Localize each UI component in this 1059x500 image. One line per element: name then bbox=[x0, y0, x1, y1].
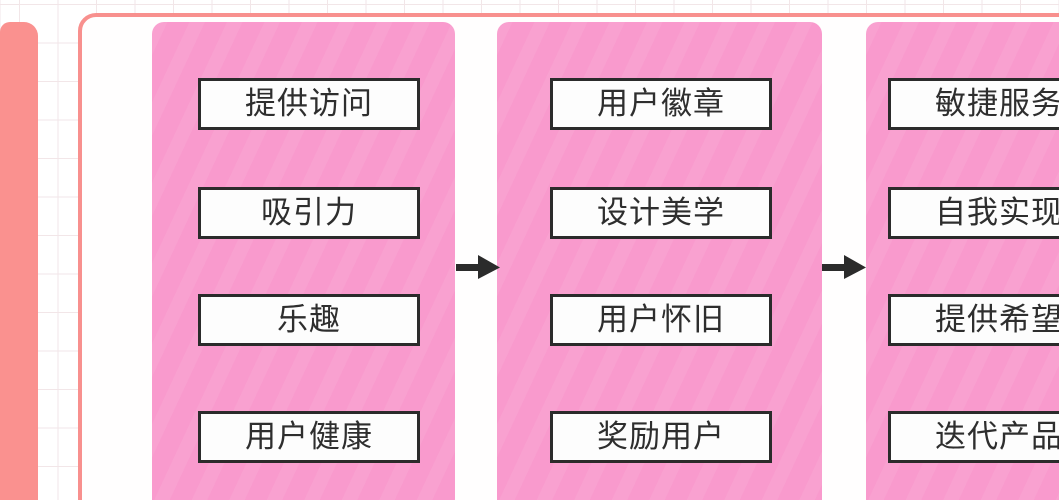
diagram-node: 用户怀旧 bbox=[550, 294, 772, 346]
diagram-node: 乐趣 bbox=[198, 294, 420, 346]
diagram-node: 提供访问 bbox=[198, 78, 420, 130]
node-label: 乐趣 bbox=[277, 301, 341, 338]
node-label: 提供希望 bbox=[935, 301, 1059, 338]
diagram-node: 敏捷服务 bbox=[888, 78, 1059, 130]
node-label: 迭代产品 bbox=[935, 418, 1059, 455]
diagram-column-2: 用户徽章 设计美学 用户怀旧 奖励用户 bbox=[497, 22, 822, 500]
arrow-right-icon bbox=[822, 255, 866, 279]
diagram-column-1: 提供访问 吸引力 乐趣 用户健康 bbox=[152, 22, 455, 500]
diagram-node: 用户健康 bbox=[198, 411, 420, 463]
node-label: 用户怀旧 bbox=[597, 301, 725, 338]
node-label: 用户徽章 bbox=[597, 85, 725, 122]
node-label: 提供访问 bbox=[245, 85, 373, 122]
arrow-right-icon bbox=[456, 255, 500, 279]
node-label: 吸引力 bbox=[261, 194, 357, 231]
diagram-node: 自我实现 bbox=[888, 187, 1059, 239]
diagram-node: 迭代产品 bbox=[888, 411, 1059, 463]
node-label: 设计美学 bbox=[597, 194, 725, 231]
diagram-frame: 提供访问 吸引力 乐趣 用户健康 用户徽章 设计美学 用户怀旧 bbox=[78, 13, 1059, 500]
node-label: 奖励用户 bbox=[597, 418, 725, 455]
node-label: 自我实现 bbox=[935, 194, 1059, 231]
diagram-column-3: 敏捷服务 自我实现 提供希望 迭代产品 bbox=[866, 22, 1059, 500]
node-label: 敏捷服务 bbox=[935, 85, 1059, 122]
diagram-node: 提供希望 bbox=[888, 294, 1059, 346]
diagram-node: 吸引力 bbox=[198, 187, 420, 239]
node-label: 用户健康 bbox=[245, 418, 373, 455]
diagram-node: 用户徽章 bbox=[550, 78, 772, 130]
left-accent-bar bbox=[0, 22, 38, 500]
diagram-node: 设计美学 bbox=[550, 187, 772, 239]
diagram-node: 奖励用户 bbox=[550, 411, 772, 463]
